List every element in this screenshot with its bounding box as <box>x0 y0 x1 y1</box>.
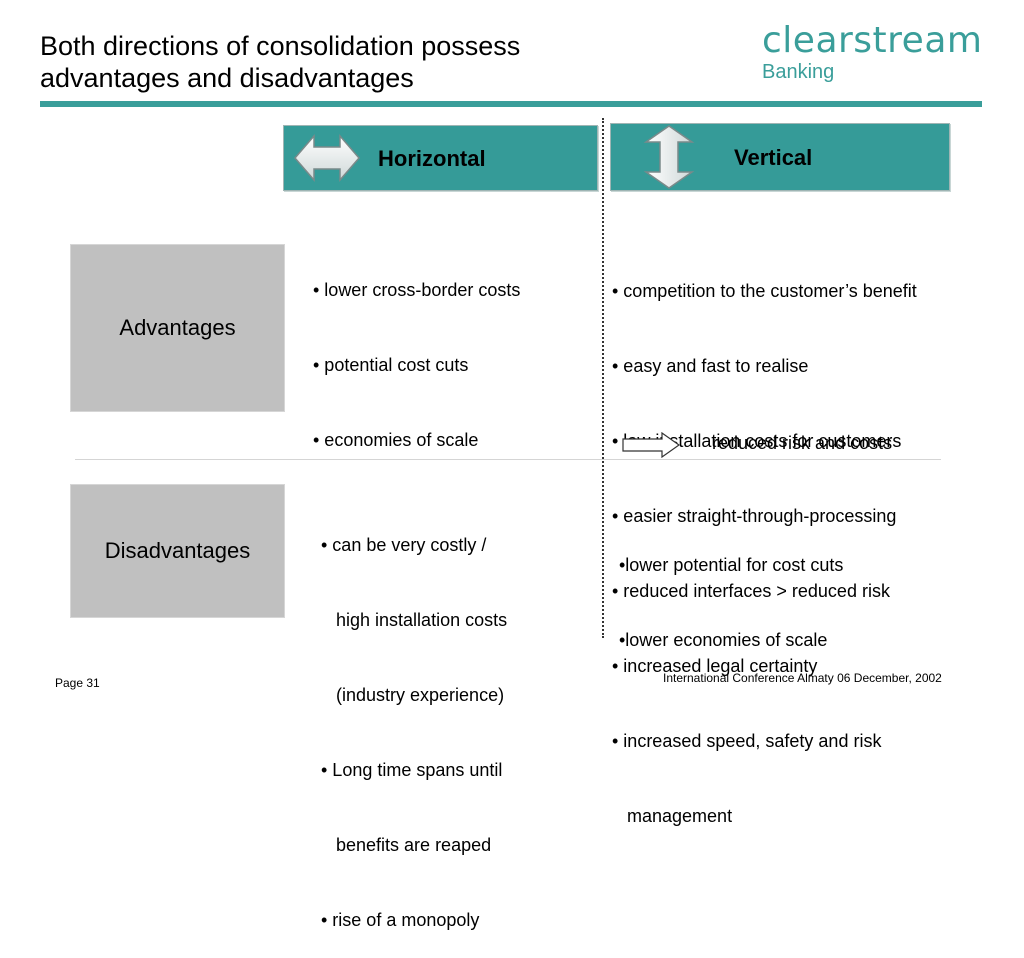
horizontal-label: Horizontal <box>378 146 486 171</box>
vertical-label: Vertical <box>734 145 813 170</box>
horizontal-advantages-list: • lower cross-border costs • potential c… <box>313 228 520 478</box>
list-item: • increased speed, safety and risk <box>612 731 882 751</box>
double-arrow-horizontal-icon <box>294 133 360 183</box>
list-item: • can be very costly / <box>321 535 487 555</box>
horizontal-disadvantages-list: • can be very costly / high installation… <box>321 483 507 958</box>
vertical-header: Vertical <box>610 123 950 191</box>
list-item: • Long time spans until <box>321 760 503 780</box>
advantages-label: Advantages <box>119 315 236 340</box>
list-item: • economies of scale <box>313 430 479 450</box>
advantages-box: Advantages <box>70 244 285 412</box>
arrow-right-icon <box>622 432 680 458</box>
logo-main-text: clearstream <box>762 20 983 61</box>
list-item: • easier straight-through-processing <box>612 506 897 526</box>
list-item: management <box>612 806 733 826</box>
page-number: Page 31 <box>55 676 100 690</box>
list-item: • rise of a monopoly <box>321 910 480 930</box>
list-item: benefits are reaped <box>321 835 492 855</box>
list-item: • competition to the customer’s benefit <box>612 281 917 301</box>
vertical-advantages-conclusion: reduced risk and costs <box>712 433 893 453</box>
list-item: • easy and fast to realise <box>612 356 809 376</box>
row-divider <box>75 459 941 460</box>
slide-title: Both directions of consolidation possess… <box>40 30 520 94</box>
list-item: high installation costs <box>321 610 508 630</box>
list-item: • reduced interfaces > reduced risk <box>612 581 890 601</box>
list-item: • lower cross-border costs <box>313 280 521 300</box>
vertical-disadvantages-list: •lower potential for cost cuts •lower ec… <box>619 503 843 678</box>
column-divider <box>602 118 604 638</box>
horizontal-header: Horizontal <box>283 125 598 191</box>
list-item: • increased legal certainty <box>612 656 818 676</box>
list-item: •lower economies of scale <box>619 630 828 650</box>
list-item: (industry experience) <box>321 685 505 705</box>
disadvantages-label: Disadvantages <box>104 538 251 563</box>
title-line-2: advantages and disadvantages <box>40 63 414 93</box>
clearstream-logo: clearstream Banking <box>762 20 983 84</box>
list-item: • potential cost cuts <box>313 355 469 375</box>
title-underline <box>40 101 982 107</box>
double-arrow-vertical-icon <box>643 125 695 189</box>
disadvantages-box: Disadvantages <box>70 484 285 618</box>
footer-event: International Conference Almaty 06 Decem… <box>663 671 942 685</box>
title-line-1: Both directions of consolidation possess <box>40 31 521 61</box>
list-item: •lower potential for cost cuts <box>619 555 844 575</box>
logo-sub-text: Banking <box>762 61 835 83</box>
